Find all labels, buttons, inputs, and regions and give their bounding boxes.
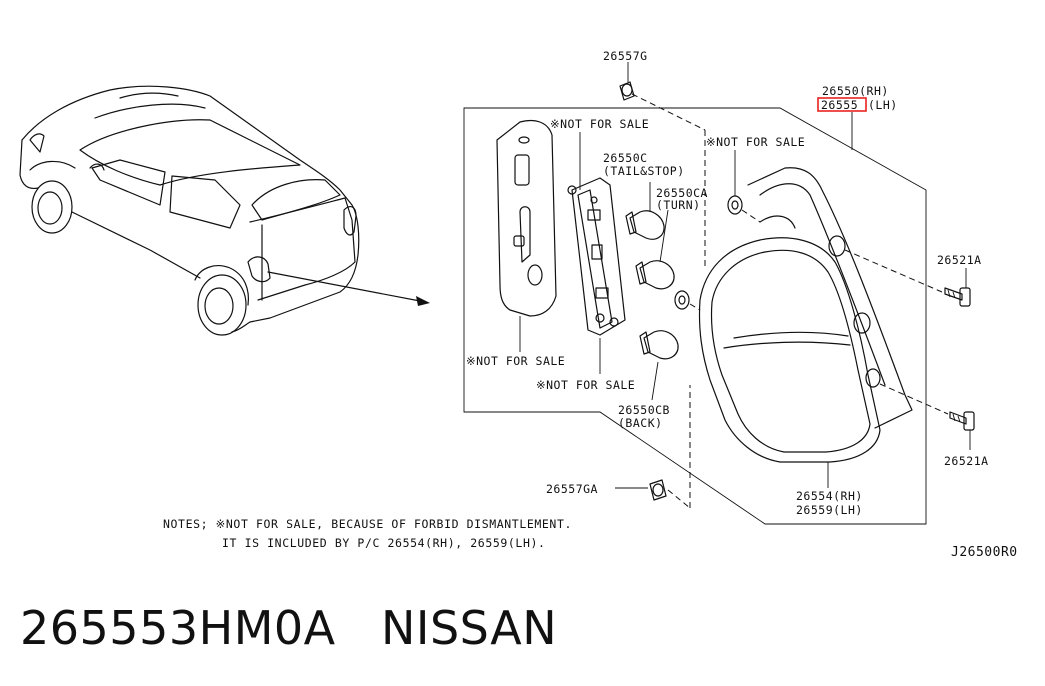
grommet-washers — [674, 195, 743, 310]
screw-26521a-bottom — [949, 411, 975, 431]
leader-lines — [519, 62, 971, 489]
washer-lower — [674, 290, 690, 310]
diagram-code: J26500R0 — [951, 545, 1018, 560]
gasket-plate — [496, 119, 557, 317]
bulb-tail-stop — [625, 210, 665, 240]
label-not-for-sale-4: ※NOT FOR SALE — [536, 378, 635, 392]
callout-labels: 26557G 26550(RH) 26555 (LH) ※NOT FOR SAL… — [466, 49, 989, 517]
label-26557ga: 26557GA — [546, 482, 598, 496]
screw-26521a-top — [944, 287, 971, 307]
clip-26557g — [619, 81, 635, 101]
highlight-box-26555 — [817, 97, 867, 112]
label-26555-side: (LH) — [868, 98, 898, 112]
bulb-holder — [567, 177, 626, 336]
label-26550cb: 26550CB — [618, 403, 670, 417]
notes-block: NOTES; ※NOT FOR SALE, BECAUSE OF FORBID … — [163, 517, 572, 550]
assembly-frame — [463, 107, 927, 525]
label-26550c-desc: (TAIL&STOP) — [603, 164, 685, 178]
caption-spacer — [336, 601, 381, 655]
label-not-for-sale-1: ※NOT FOR SALE — [550, 117, 649, 131]
car-illustration — [19, 85, 430, 336]
notes-line-2: IT IS INCLUDED BY P/C 26554(RH), 26559(L… — [222, 536, 546, 550]
label-26550c: 26550C — [603, 151, 648, 165]
label-26557g: 26557G — [603, 49, 648, 63]
label-26559-lh: 26559(LH) — [796, 503, 863, 517]
label-26550ca: 26550CA — [656, 186, 708, 200]
bulb-back — [639, 330, 679, 360]
label-26554-rh: 26554(RH) — [796, 489, 863, 503]
part-number: 265553HM0A — [20, 601, 336, 655]
alignment-lines — [631, 93, 949, 509]
clip-26557ga — [649, 479, 667, 501]
label-26555-code: 26555 — [821, 98, 858, 112]
label-not-for-sale-2: ※NOT FOR SALE — [706, 135, 805, 149]
rear-combination-lamp — [698, 167, 913, 463]
label-26521a-bottom: 26521A — [944, 454, 989, 468]
notes-line-1: NOTES; ※NOT FOR SALE, BECAUSE OF FORBID … — [163, 517, 572, 531]
washer-upper — [727, 195, 743, 215]
label-26521a-top: 26521A — [937, 253, 982, 267]
label-26550ca-desc: (TURN) — [656, 198, 701, 212]
part-caption: 265553HM0A NISSAN — [20, 598, 557, 658]
bulbs — [625, 210, 679, 360]
label-26550-rh: 26550(RH) — [822, 84, 889, 98]
label-26550cb-desc: (BACK) — [618, 416, 663, 430]
label-not-for-sale-3: ※NOT FOR SALE — [466, 354, 565, 368]
brand-name: NISSAN — [381, 601, 558, 655]
bulb-turn — [635, 260, 675, 290]
